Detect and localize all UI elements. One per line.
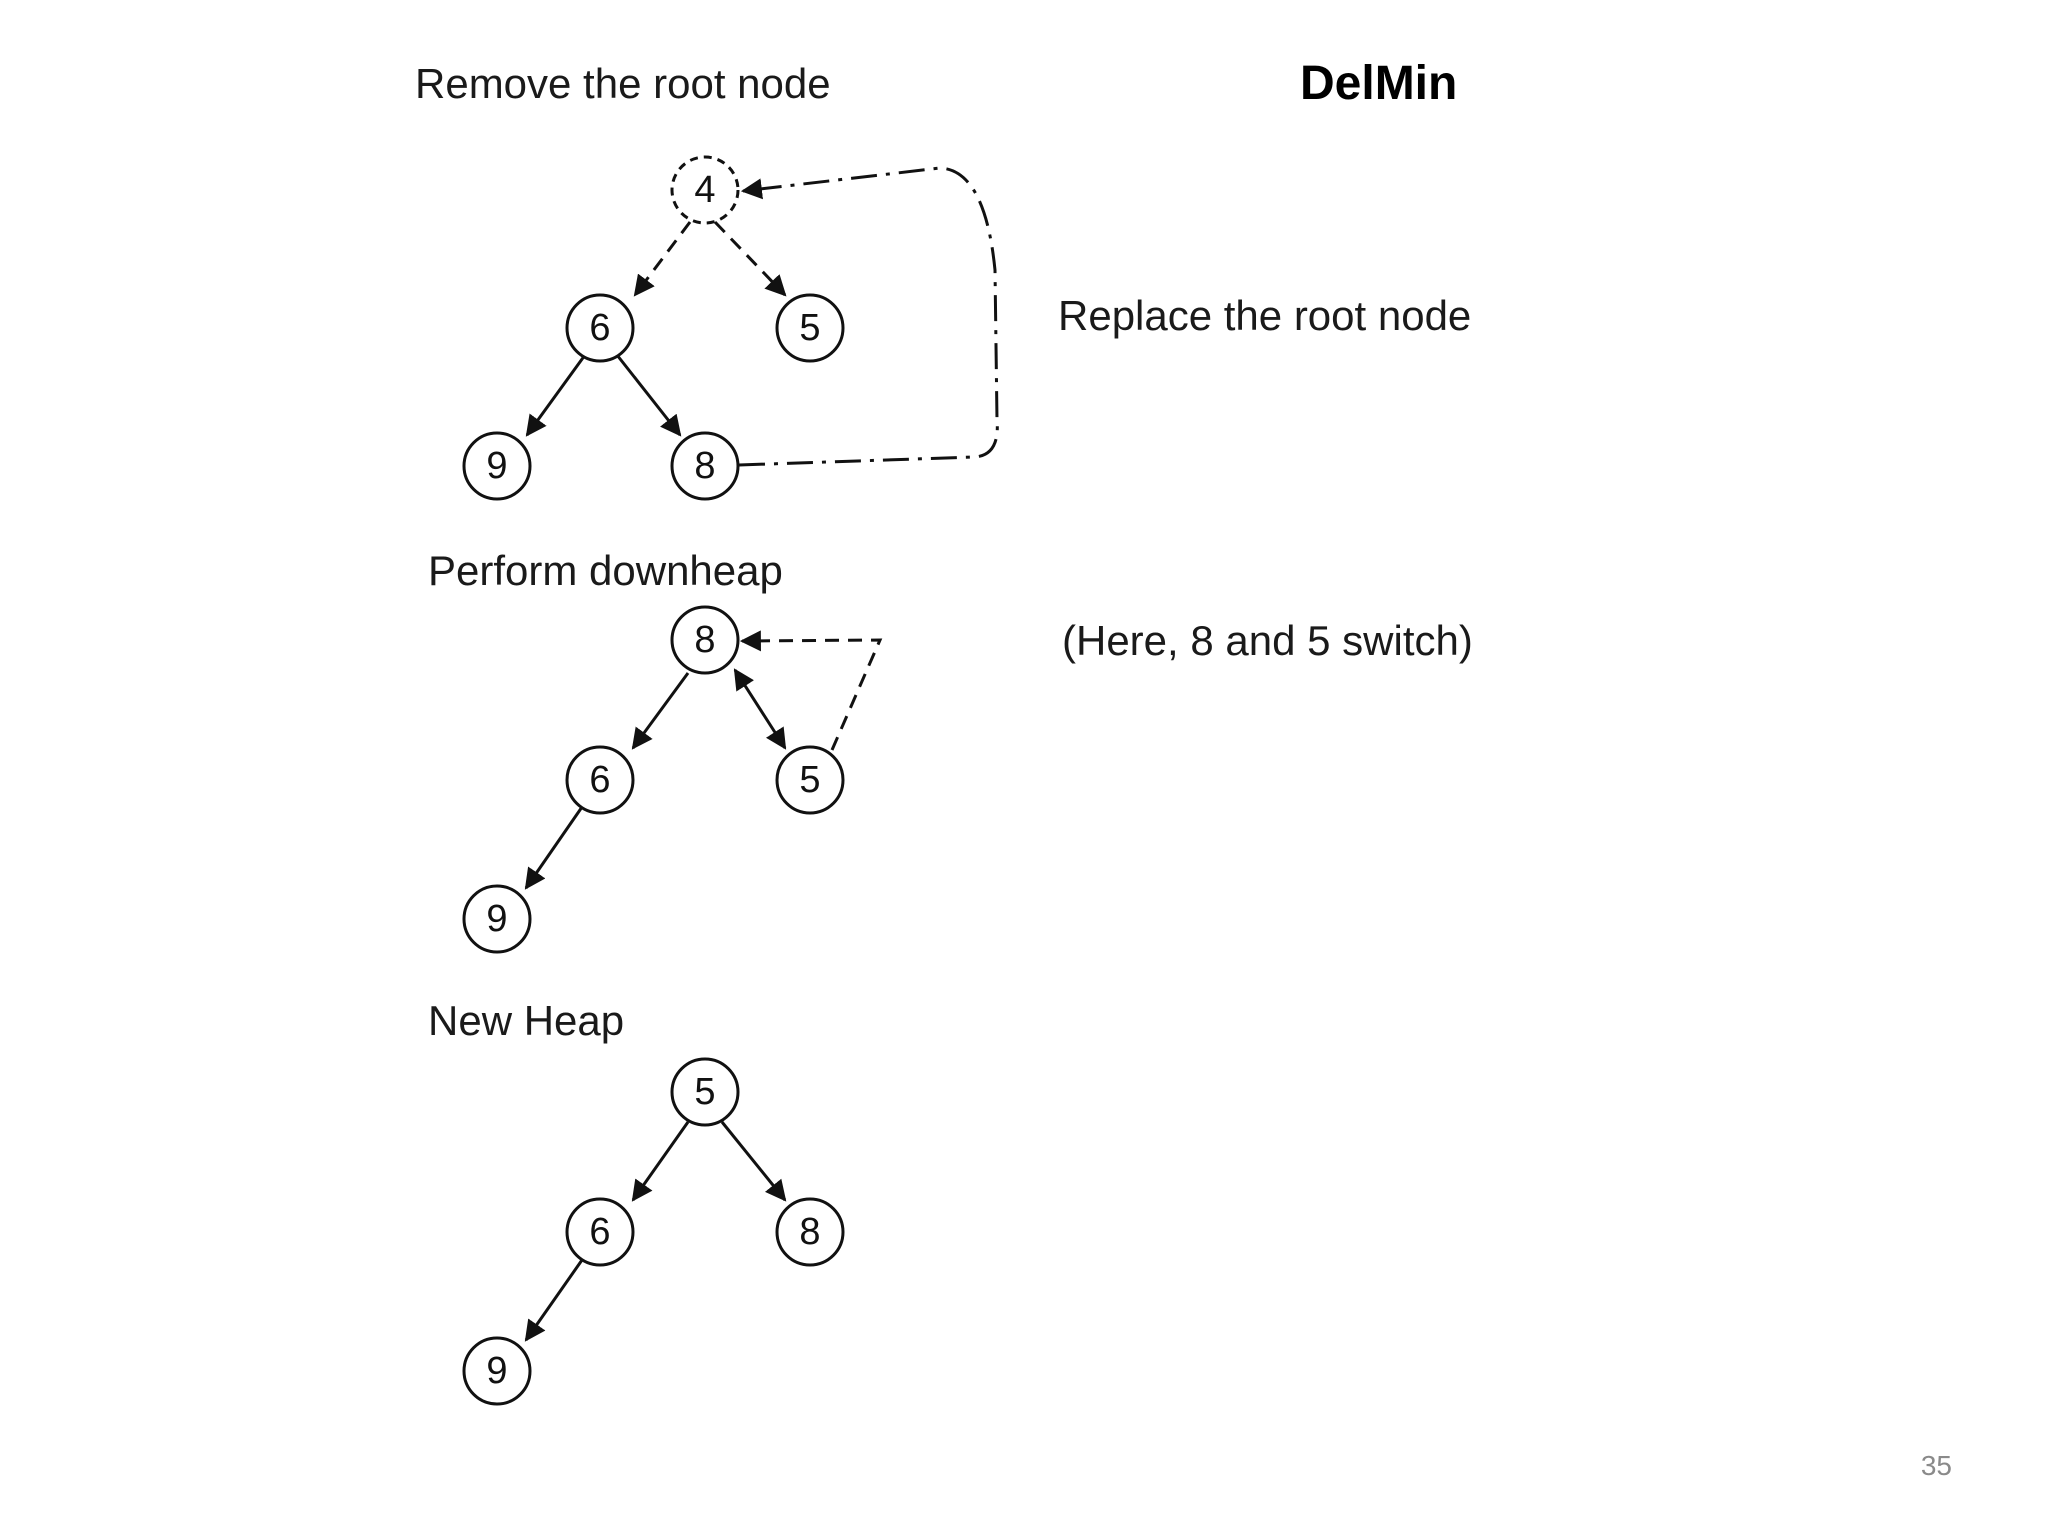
heap-node: 8 [775, 1197, 845, 1267]
heap-node: 5 [775, 745, 845, 815]
edge-8-to-6 [631, 672, 690, 750]
heap-node: 5 [670, 1057, 740, 1127]
edge-6-to-9 [524, 1259, 584, 1342]
node-label: 6 [589, 307, 610, 349]
caption-replace-root: Replace the root node [1058, 292, 1471, 339]
edge-6-to-9 [525, 354, 587, 437]
heap-node: 8 [670, 431, 740, 501]
heap-node: 9 [462, 431, 532, 501]
node-label: 5 [799, 759, 820, 801]
slide-title: DelMin [1300, 57, 1458, 110]
node-label: 9 [486, 1350, 507, 1392]
replace-root-arrow [738, 166, 999, 467]
heap-node: 6 [565, 745, 635, 815]
heap-node: 9 [462, 884, 532, 954]
node-label: 6 [589, 1211, 610, 1253]
edge-6-to-8 [615, 354, 682, 437]
node-label: 4 [694, 169, 715, 211]
caption-new-heap: New Heap [428, 997, 624, 1044]
heap-node: 8 [670, 605, 740, 675]
slide-number: 35 [1920, 1450, 1952, 1481]
heap-node: 6 [565, 1197, 635, 1267]
node-label: 8 [694, 619, 715, 661]
swap-8-5-arrow [733, 668, 787, 750]
edge-4-to-5 [713, 220, 787, 297]
caption-remove-root: Remove the root node [415, 60, 831, 107]
node-label: 5 [799, 307, 820, 349]
edge-5-to-6 [631, 1121, 690, 1202]
node-label: 9 [486, 445, 507, 487]
edge-6-to-9 [524, 806, 584, 890]
heap-node: 6 [565, 293, 635, 363]
caption-switch-note: (Here, 8 and 5 switch) [1062, 617, 1473, 664]
heap-node: 5 [775, 293, 845, 363]
node-label: 6 [589, 759, 610, 801]
node-label: 8 [694, 445, 715, 487]
edge-5-to-8 [720, 1121, 787, 1202]
heap-node: 9 [462, 1336, 532, 1406]
node-label: 8 [799, 1211, 820, 1253]
node-label: 9 [486, 898, 507, 940]
caption-perform-downheap: Perform downheap [428, 547, 783, 594]
node-label: 5 [694, 1071, 715, 1113]
switch-dashed-arrow [739, 630, 883, 751]
heap-node: 4 [670, 155, 740, 225]
edge-4-to-6 [633, 221, 692, 297]
